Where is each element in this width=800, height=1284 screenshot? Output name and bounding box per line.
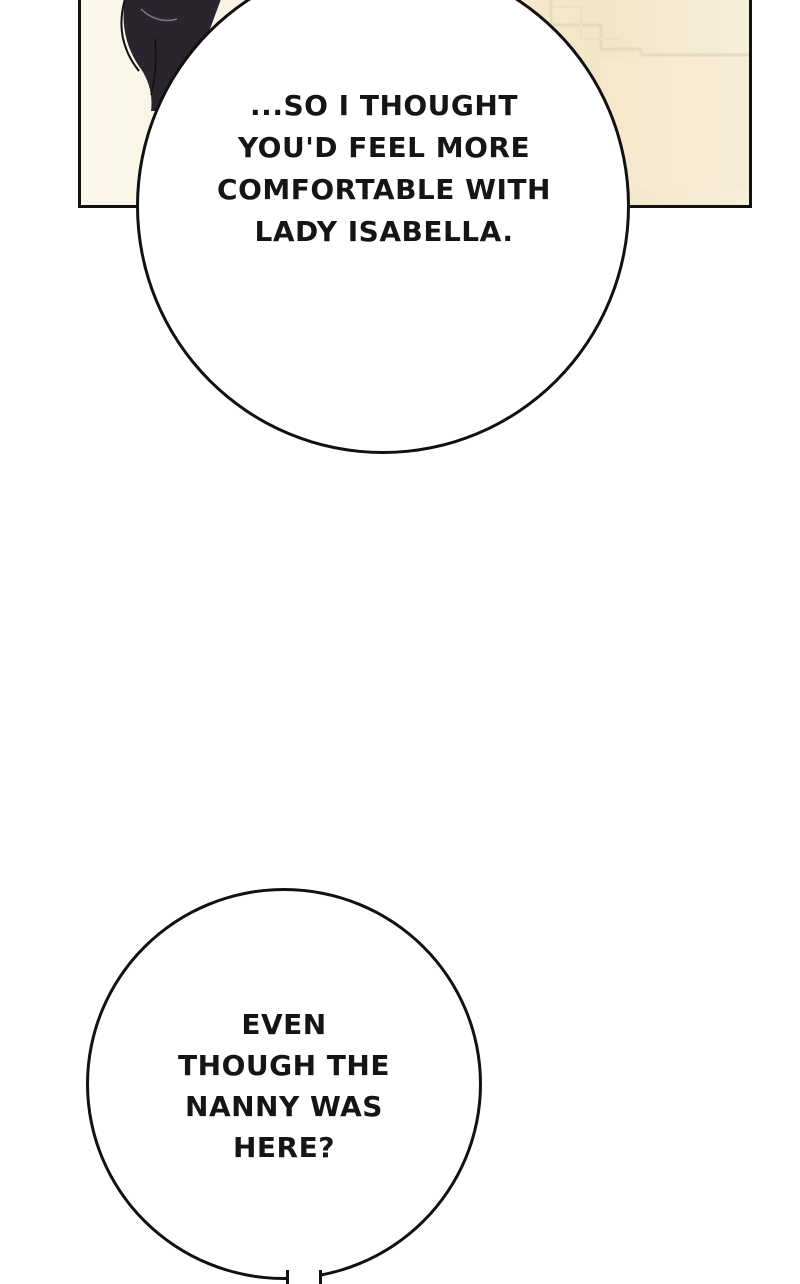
hair-strand xyxy=(150,38,157,96)
hair-shape xyxy=(123,0,221,111)
speech-bubble-2-text: EVEN THOUGH THE NANNY WAS HERE? xyxy=(178,1008,390,1164)
hair-outline xyxy=(120,0,140,72)
wall-molding-line-inner xyxy=(551,6,621,40)
hair-highlight xyxy=(140,8,178,22)
speech-bubble-2-tail xyxy=(286,1270,322,1284)
speech-bubble-2: EVEN THOUGH THE NANNY WAS HERE? xyxy=(86,888,482,1280)
speech-bubble-1: ...SO I THOUGHT YOU'D FEEL MORE COMFORTA… xyxy=(136,0,630,454)
speech-bubble-1-text: ...SO I THOUGHT YOU'D FEEL MORE COMFORTA… xyxy=(217,89,551,248)
panel-artwork xyxy=(120,0,749,189)
